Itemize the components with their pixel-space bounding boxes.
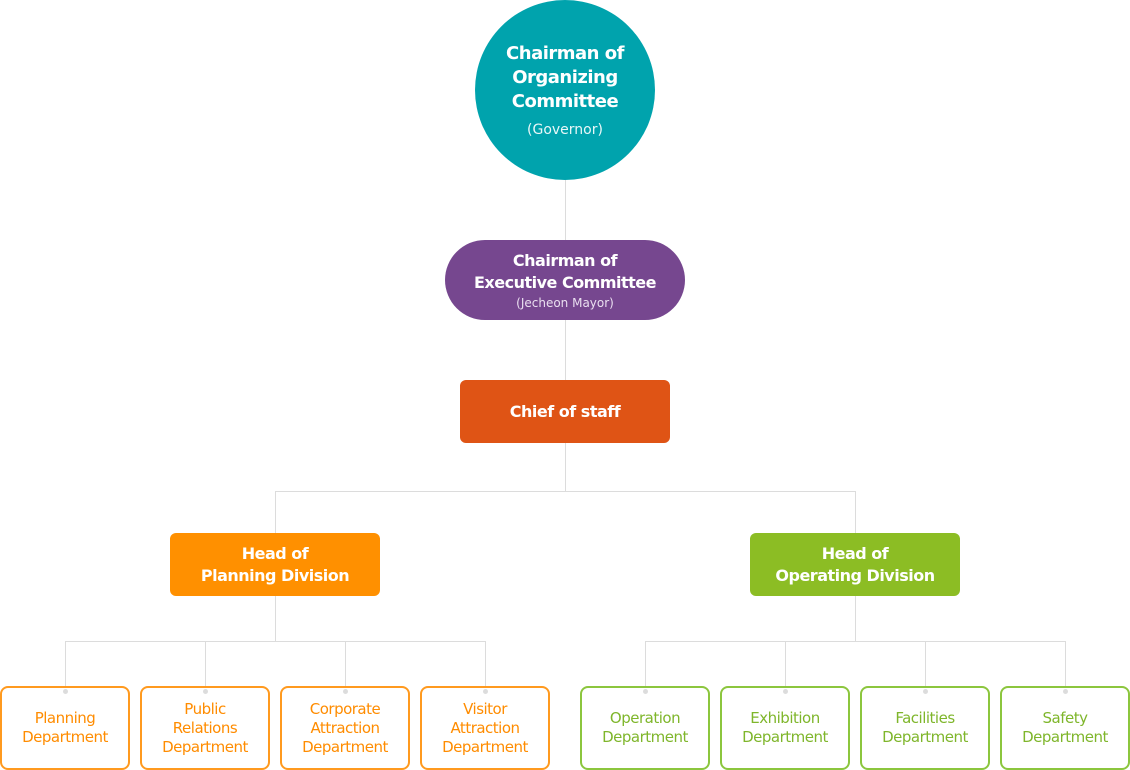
dept-label-line1: Operation: [609, 709, 681, 727]
visitor-attraction-department-node: Visitor Attraction Department: [420, 686, 550, 770]
connector-exec-chief: [565, 320, 566, 380]
connector-dot: [1063, 689, 1068, 694]
dept-label-line2: Attraction: [310, 718, 380, 737]
connector-dot: [343, 689, 348, 694]
connector-dept-6: [785, 641, 786, 691]
chairman-executive-sub: (Jecheon Mayor): [516, 296, 614, 310]
dept-label-line2: Department: [1022, 728, 1108, 746]
connector-dot: [923, 689, 928, 694]
connector-dept-3: [345, 641, 346, 691]
connector-dot: [643, 689, 648, 694]
connector-division-horizontal: [275, 491, 856, 492]
dept-label-line3: Department: [162, 737, 248, 756]
connector-dept-8: [1065, 641, 1066, 691]
planning-division-line1: Head of: [241, 543, 309, 563]
dept-label-line2: Attraction: [450, 718, 520, 737]
dept-label-line3: Department: [302, 737, 388, 756]
connector-dept-2: [205, 641, 206, 691]
planning-division-line2: Planning Division: [200, 565, 350, 585]
dept-label-line1: Planning: [34, 709, 96, 727]
connector-root-exec: [565, 180, 566, 240]
chairman-executive-title-line1: Chairman of: [512, 251, 618, 270]
exhibition-department-node: Exhibition Department: [720, 686, 850, 770]
dept-label-line1: Corporate: [309, 699, 381, 718]
connector-dot: [63, 689, 68, 694]
chairman-organizing-sub: (Governor): [527, 122, 603, 138]
chief-of-staff-node: Chief of staff: [460, 380, 670, 443]
connector-planning-drop: [275, 491, 276, 533]
corporate-attraction-department-node: Corporate Attraction Department: [280, 686, 410, 770]
connector-operating-down: [855, 596, 856, 641]
public-relations-department-node: Public Relations Department: [140, 686, 270, 770]
dept-label-line1: Exhibition: [750, 709, 820, 727]
connector-dot: [203, 689, 208, 694]
connector-dept-4: [485, 641, 486, 691]
dept-label-line2: Department: [22, 728, 108, 746]
dept-label-line2: Department: [602, 728, 688, 746]
chairman-organizing-node: Chairman of Organizing Committee (Govern…: [475, 0, 655, 180]
connector-dept-7: [925, 641, 926, 691]
connector-operating-drop: [855, 491, 856, 533]
dept-label-line1: Safety: [1042, 709, 1088, 727]
operating-division-line1: Head of: [821, 543, 889, 563]
dept-label-line2: Relations: [172, 718, 238, 737]
dept-label-line1: Visitor: [463, 699, 507, 718]
safety-department-node: Safety Department: [1000, 686, 1130, 770]
facilities-department-node: Facilities Department: [860, 686, 990, 770]
connector-dept-1: [65, 641, 66, 691]
operating-division-line2: Operating Division: [775, 565, 935, 585]
chairman-executive-title-line2: Executive Committee: [473, 273, 657, 292]
connector-planning-down: [275, 596, 276, 641]
operation-department-node: Operation Department: [580, 686, 710, 770]
chief-of-staff-label: Chief of staff: [509, 402, 621, 421]
connector-planning-horizontal: [65, 641, 486, 642]
connector-dept-5: [645, 641, 646, 691]
dept-label-line2: Department: [742, 728, 828, 746]
planning-division-node: Head of Planning Division: [170, 533, 380, 596]
connector-operating-horizontal: [645, 641, 1066, 642]
dept-label-line3: Department: [442, 737, 528, 756]
dept-label-line2: Department: [882, 728, 968, 746]
chairman-organizing-title: Chairman of Organizing Committee: [506, 43, 624, 112]
connector-chief-down: [565, 443, 566, 492]
dept-label-line1: Public: [184, 699, 226, 718]
connector-dot: [483, 689, 488, 694]
chairman-executive-node: Chairman of Executive Committee (Jecheon…: [445, 240, 685, 320]
operating-division-node: Head of Operating Division: [750, 533, 960, 596]
dept-label-line1: Facilities: [895, 709, 955, 727]
planning-department-node: Planning Department: [0, 686, 130, 770]
connector-dot: [783, 689, 788, 694]
